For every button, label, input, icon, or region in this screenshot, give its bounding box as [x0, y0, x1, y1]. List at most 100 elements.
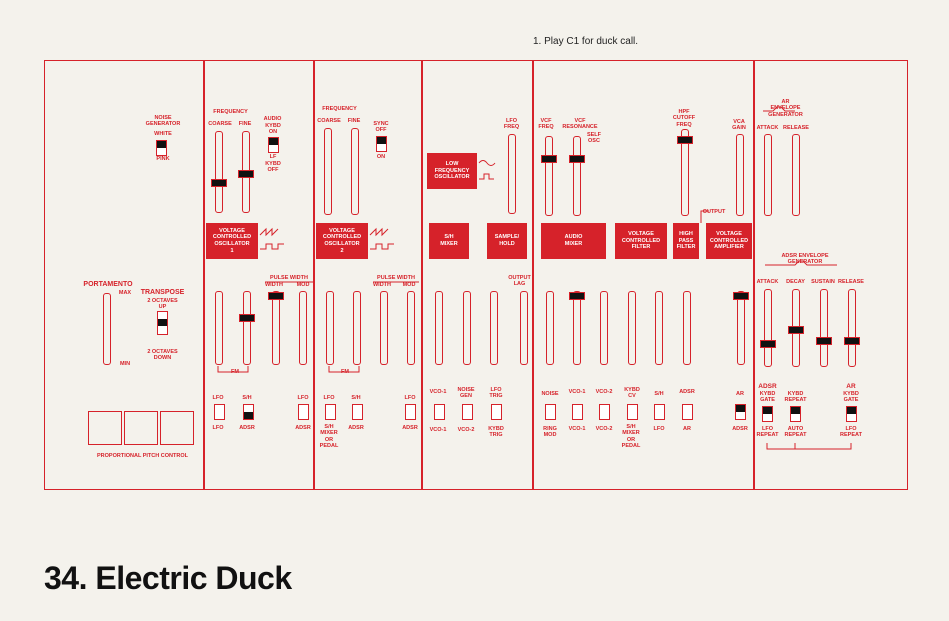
vco1-coarse-slider[interactable]	[211, 131, 227, 213]
vco1-range-switch[interactable]	[268, 137, 279, 153]
mixer-vco1-label: VCO-1	[568, 389, 586, 395]
vco1-width-label: WIDTH	[264, 282, 284, 288]
vco2-module: VOLTAGE CONTROLLED OSCILLATOR 2	[316, 223, 368, 259]
sh-trigger-switch[interactable]	[491, 404, 502, 420]
vcf-env-switch[interactable]	[682, 404, 693, 420]
lfo-module: LOW FREQUENCY OSCILLATOR	[427, 153, 477, 189]
vco2-fm-slider-2[interactable]	[353, 291, 361, 365]
vco1-pulse-width-label: PULSE WIDTH	[270, 275, 308, 281]
repeat-mode-switch[interactable]	[790, 406, 801, 422]
vcf-resonance-slider[interactable]	[569, 136, 585, 216]
sh-kybd-trig-label: KYBD TRIG	[488, 426, 504, 439]
hpf-cutoff-label: HPF CUTOFF FREQ	[672, 109, 696, 128]
vco1-fine-label: FINE	[238, 121, 252, 127]
vcf-adsr-slider[interactable]	[683, 291, 691, 365]
mixer-vco1-slider[interactable]	[569, 291, 585, 365]
sawtooth-icon	[369, 227, 389, 237]
pitch-pad-sharp-down[interactable]	[88, 411, 122, 445]
vco1-pwm-lfo-label: LFO	[297, 395, 309, 401]
sh-source2-switch[interactable]	[462, 404, 473, 420]
output-lag-slider[interactable]	[520, 291, 528, 365]
adsr-release-slider[interactable]	[844, 289, 860, 367]
sh-source1-switch[interactable]	[434, 404, 445, 420]
vcf-freq-label: VCF FREQ	[538, 118, 554, 131]
square-wave-icon	[260, 243, 284, 250]
sh-mixer-vco1-slider[interactable]	[435, 291, 443, 365]
adsr-attack-slider[interactable]	[760, 289, 776, 367]
square-wave-icon	[370, 243, 394, 250]
vco1-lfo-label: LFO	[212, 395, 224, 401]
vco2-fine-slider[interactable]	[351, 128, 359, 215]
vco2-pwm-slider[interactable]	[407, 291, 415, 365]
vco1-pwm-source-switch[interactable]	[298, 404, 309, 420]
two-octaves-up-label: 2 OCTAVES UP	[147, 298, 178, 311]
vca-env-slider[interactable]	[733, 291, 749, 365]
vcf-sh-lfo-switch[interactable]	[654, 404, 665, 420]
vco2-width-label: WIDTH	[372, 282, 392, 288]
ar-release-slider[interactable]	[792, 134, 800, 216]
vco2-coarse-slider[interactable]	[324, 128, 332, 215]
hpf-cutoff-slider[interactable]	[677, 129, 693, 216]
ar-trigger-switch[interactable]	[846, 406, 857, 422]
synth-patch-panel: NOISE GENERATOR WHITE PINK PORTAMENTO MA…	[44, 60, 908, 490]
ar-attack-slider[interactable]	[764, 134, 772, 216]
vco2-sync-switch[interactable]	[376, 136, 387, 152]
noise-type-switch[interactable]	[156, 140, 167, 156]
output-label: OUTPUT	[702, 209, 726, 215]
portamento-slider[interactable]	[103, 293, 111, 365]
vco2-frequency-label: FREQUENCY	[322, 106, 357, 112]
mixer-vco1-wave-switch[interactable]	[572, 404, 583, 420]
vco2-pulse-width-slider[interactable]	[380, 291, 388, 365]
vco2-sh-mixer-pedal-label: S/H MIXER OR PEDAL	[319, 424, 339, 449]
sine-wave-icon	[478, 160, 496, 166]
vco2-pwm-source-switch[interactable]	[405, 404, 416, 420]
vco2-fm-slider-1[interactable]	[326, 291, 334, 365]
mixer-noise-ringmod-switch[interactable]	[545, 404, 556, 420]
vco2-fm1-source-switch[interactable]	[325, 404, 336, 420]
vcf-ar-label: AR	[683, 426, 691, 432]
vca-env-switch[interactable]	[735, 404, 746, 420]
mixer-vco2-label-2: VCO-2	[595, 426, 613, 432]
page-title: 34. Electric Duck	[44, 560, 292, 596]
vco2-pwm-adsr-label: ADSR	[402, 425, 418, 431]
hpf-module: HIGH PASS FILTER	[673, 223, 699, 259]
vco1-pwm-adsr-label: ADSR	[295, 425, 311, 431]
vco1-pwm-slider[interactable]	[299, 291, 307, 365]
lfo-freq-slider[interactable]	[508, 134, 516, 214]
vco2-sh-label: S/H	[351, 395, 361, 401]
mixer-noise-slider[interactable]	[546, 291, 554, 365]
auto-repeat-label: AUTO REPEAT	[784, 426, 807, 439]
ring-mod-label: RING MOD	[543, 426, 557, 439]
transpose-switch[interactable]	[157, 311, 168, 335]
vco1-pulse-width-slider[interactable]	[268, 291, 284, 365]
pitch-pad-sharp-up[interactable]	[160, 411, 194, 445]
sh-lfo-trig-label: LFO TRIG	[489, 387, 503, 400]
vco1-fine-slider[interactable]	[238, 131, 254, 213]
adsr-sustain-slider[interactable]	[816, 289, 832, 367]
vco2-fm2-source-switch[interactable]	[352, 404, 363, 420]
vco1-coarse-label: COARSE	[208, 121, 232, 127]
mixer-vco2-wave-switch[interactable]	[599, 404, 610, 420]
sh-trig-slider[interactable]	[490, 291, 498, 365]
vco1-fm-slider-1[interactable]	[215, 291, 223, 365]
adsr-decay-slider[interactable]	[788, 289, 804, 367]
vco1-fm1-source-switch[interactable]	[214, 404, 225, 420]
sh-mixer-noise-slider[interactable]	[463, 291, 471, 365]
vco2-coarse-label: COARSE	[317, 118, 341, 124]
kybd-repeat-label: KYBD REPEAT	[784, 391, 807, 404]
sawtooth-icon	[259, 227, 279, 237]
adsr-trigger-switch[interactable]	[762, 406, 773, 422]
pitch-pad-vibrato[interactable]	[124, 411, 158, 445]
vcf-sh-slider[interactable]	[655, 291, 663, 365]
vco1-fm2-source-switch[interactable]	[243, 404, 254, 420]
vco1-audio-label: AUDIO	[263, 116, 282, 122]
vco1-fm-slider-2[interactable]	[239, 291, 255, 365]
vco1-adsr-label: ADSR	[239, 425, 255, 431]
vca-gain-slider[interactable]	[736, 134, 744, 216]
vcf-kybd-cv-switch[interactable]	[627, 404, 638, 420]
vcf-freq-slider[interactable]	[541, 136, 557, 216]
proportional-pitch-control-label: PROPORTIONAL PITCH CONTROL	[97, 453, 188, 459]
vcf-kybd-cv-slider[interactable]	[628, 291, 636, 365]
vcf-resonance-label: VCF RESONANCE	[562, 118, 598, 131]
mixer-vco2-slider[interactable]	[600, 291, 608, 365]
